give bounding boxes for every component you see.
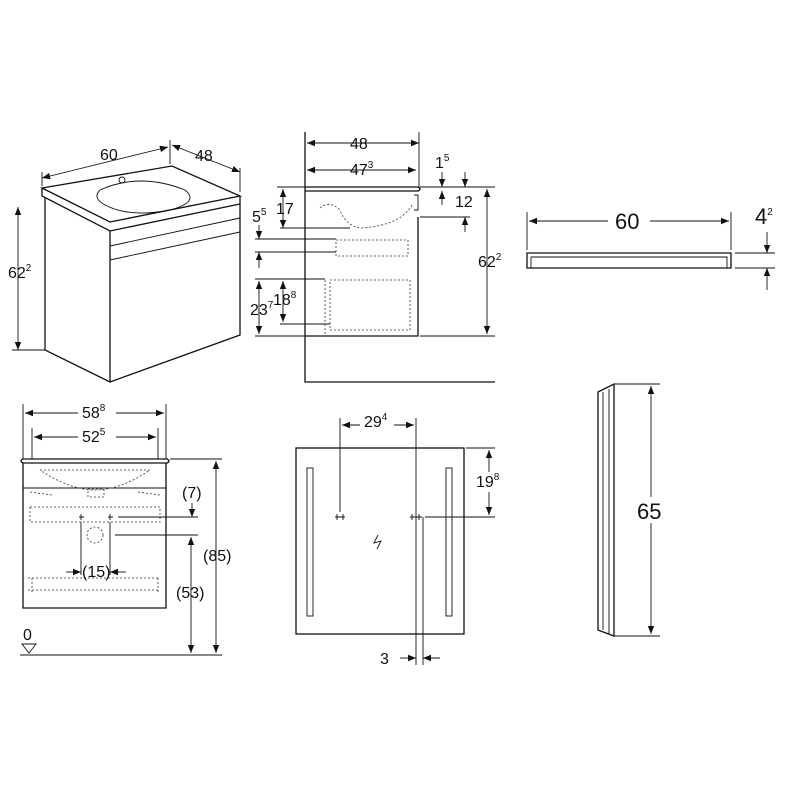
floor-level-icon (21, 643, 37, 654)
mirror-width-label: 60 (615, 209, 639, 234)
side-inner-depth-label: 473 (350, 160, 374, 179)
front-inner-width-label: 525 (82, 427, 106, 446)
cabinet-front-view: 588 525 (7) (15) (53) (85) 0 (20, 402, 231, 656)
mirror-depth-label: 42 (755, 204, 773, 229)
side-basin-depth-label: 17 (276, 201, 294, 218)
mirror-side-view: 65 (597, 382, 668, 637)
side-front-offset-label: 12 (455, 194, 473, 211)
connection-spacing-label: (15) (82, 564, 110, 581)
side-top-thickness-label: 15 (435, 153, 450, 172)
floor-level-label: 0 (23, 627, 32, 644)
total-height-label: (85) (203, 548, 231, 565)
front-outer-width-label: 588 (82, 403, 106, 422)
siphon-offset-label: (7) (182, 485, 202, 502)
mirror-height-label: 65 (637, 499, 661, 524)
mirror-front-view: 294 198 3 (295, 412, 504, 668)
side-height-label: 622 (478, 252, 502, 271)
iso-depth-label: 48 (195, 148, 213, 165)
side-depth-label: 48 (350, 136, 368, 153)
iso-height-label: 622 (8, 263, 32, 282)
drain-height-label: (53) (176, 585, 204, 602)
outlet-drop-label: 198 (476, 472, 500, 491)
edge-offset-label: 3 (380, 651, 389, 668)
iso-width-label: 60 (100, 147, 118, 164)
side-drawer-height-label: 188 (273, 290, 297, 309)
electrical-icon (373, 534, 382, 550)
mirror-top-view: 60 42 (526, 204, 775, 290)
side-drawer-gap-label: 55 (252, 207, 267, 226)
isometric-cabinet-view: 60 48 622 (8, 140, 243, 384)
side-section-view: 48 473 15 12 17 55 237 188 622 (250, 132, 502, 383)
side-lower-height-label: 237 (250, 300, 274, 319)
outlet-spacing-label: 294 (364, 412, 388, 431)
